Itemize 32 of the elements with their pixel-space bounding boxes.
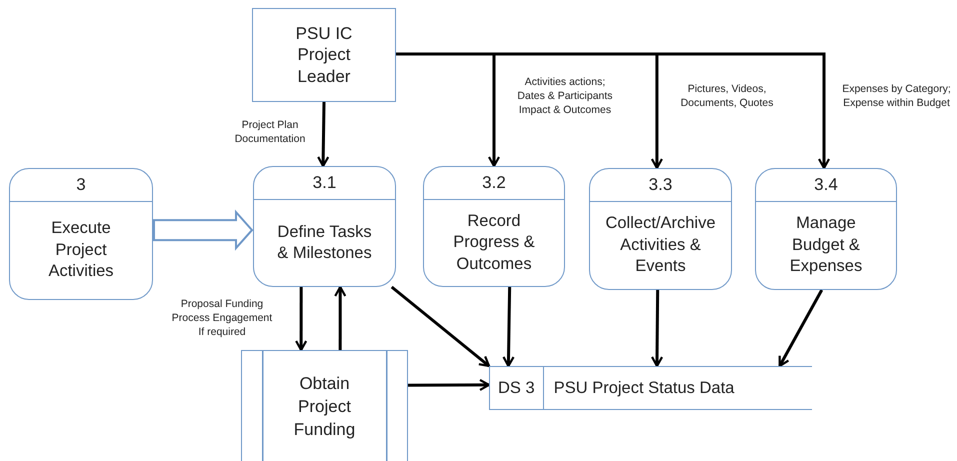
arrow bbox=[317, 102, 330, 168]
arrow bbox=[650, 290, 664, 368]
manual-process-box bbox=[241, 350, 408, 461]
store-name: PSU Project Status Data bbox=[552, 378, 734, 398]
external-entity-box bbox=[252, 8, 396, 102]
process-number: 3.2 bbox=[424, 167, 564, 200]
arrow bbox=[502, 286, 515, 368]
arrow bbox=[334, 286, 346, 350]
process-name: Collect/Archive Activities & Events bbox=[604, 213, 717, 278]
arrow bbox=[390, 286, 490, 368]
process-number: 3.4 bbox=[756, 169, 896, 202]
data-store bbox=[489, 366, 812, 410]
process-name: Define Tasks & Milestones bbox=[276, 222, 373, 264]
process-name: Execute Project Activities bbox=[47, 218, 115, 282]
block-arrow bbox=[153, 209, 254, 251]
arrow bbox=[778, 289, 824, 368]
arrow bbox=[408, 378, 490, 392]
arrow bbox=[295, 287, 308, 352]
process-number: 3 bbox=[10, 169, 152, 202]
process-box bbox=[755, 168, 897, 290]
edge-label: Proposal Funding Process Engagement If required bbox=[170, 297, 274, 340]
process-box bbox=[589, 168, 732, 290]
process-name: Obtain Project Funding bbox=[292, 373, 356, 441]
process-box bbox=[9, 168, 153, 300]
process-number: 3.3 bbox=[590, 169, 731, 202]
store-id: DS 3 bbox=[490, 367, 544, 409]
process-name: Record Progress & Outcomes bbox=[452, 210, 536, 275]
process-box bbox=[253, 166, 396, 287]
process-name: Manage Budget & Expenses bbox=[788, 213, 864, 278]
process-box bbox=[423, 166, 565, 287]
entity-name: PSU IC Project Leader bbox=[294, 23, 354, 87]
process-number: 3.1 bbox=[254, 167, 395, 200]
